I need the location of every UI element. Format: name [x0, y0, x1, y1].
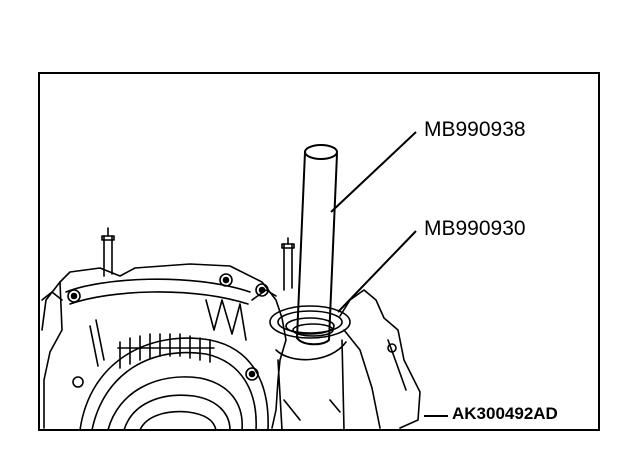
- callout-leaders: [330, 131, 448, 417]
- transmission-case-drawing: [41, 144, 421, 431]
- leader-line-mb990938: [330, 131, 417, 213]
- leader-line-mb990930: [337, 230, 417, 313]
- figure-frame: [38, 72, 600, 431]
- reference-code: AK300492AD: [452, 404, 558, 423]
- callout-label-mb990938: MB990938: [424, 118, 526, 141]
- callout-label-mb990930: MB990930: [424, 217, 526, 240]
